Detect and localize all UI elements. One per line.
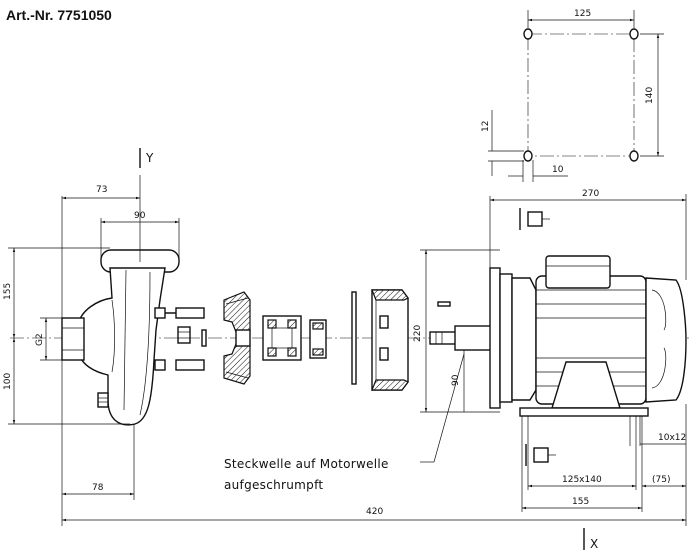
- x-axis-label: X: [590, 537, 598, 551]
- dim-90-top: 90: [134, 211, 146, 221]
- dim-90-shaft: 90: [451, 374, 461, 386]
- dim-100: 100: [3, 373, 13, 390]
- dim-g2: G2: [35, 333, 45, 346]
- article-number: Art.-Nr. 7751050: [6, 7, 112, 23]
- electric-motor: [429, 208, 687, 466]
- dim-10x12: 10x12: [658, 433, 686, 443]
- dim-12: 12: [481, 121, 491, 132]
- shaft-key: [437, 301, 451, 307]
- pump-housing: [61, 249, 207, 426]
- foot-hole-pattern: 125 140 12 10: [481, 9, 664, 182]
- o-ring: [351, 291, 357, 385]
- dimension-lines-pump: 73 90 155 100 G2 78 420: [3, 175, 687, 526]
- y-axis-label: Y: [145, 151, 154, 165]
- dim-125x140: 125x140: [562, 475, 602, 485]
- callout-line-2: aufgeschrumpft: [224, 478, 323, 492]
- mechanical-seal: [262, 315, 327, 361]
- shaft-callout: Steckwelle auf Motorwelle aufgeschrumpft: [224, 353, 465, 492]
- y-axis-marker: Y: [139, 148, 154, 168]
- dim-10: 10: [552, 165, 564, 175]
- dim-75: (75): [652, 475, 670, 485]
- x-axis-marker: X: [583, 528, 598, 551]
- adapter-plate: [371, 289, 409, 391]
- dim-270: 270: [582, 189, 599, 199]
- dim-420: 420: [366, 507, 383, 517]
- impeller: [223, 291, 251, 385]
- dim-125-top: 125: [574, 9, 591, 19]
- dim-155-bottom: 155: [572, 497, 589, 507]
- dim-78: 78: [92, 483, 104, 493]
- dim-155-left: 155: [3, 283, 13, 300]
- dim-140: 140: [645, 87, 655, 104]
- dim-73: 73: [96, 185, 107, 195]
- dimension-lines-motor: 270 220 90 125x140 155 (75) 10x12: [413, 189, 687, 512]
- dim-220: 220: [413, 325, 423, 342]
- callout-line-1: Steckwelle auf Motorwelle: [224, 457, 389, 471]
